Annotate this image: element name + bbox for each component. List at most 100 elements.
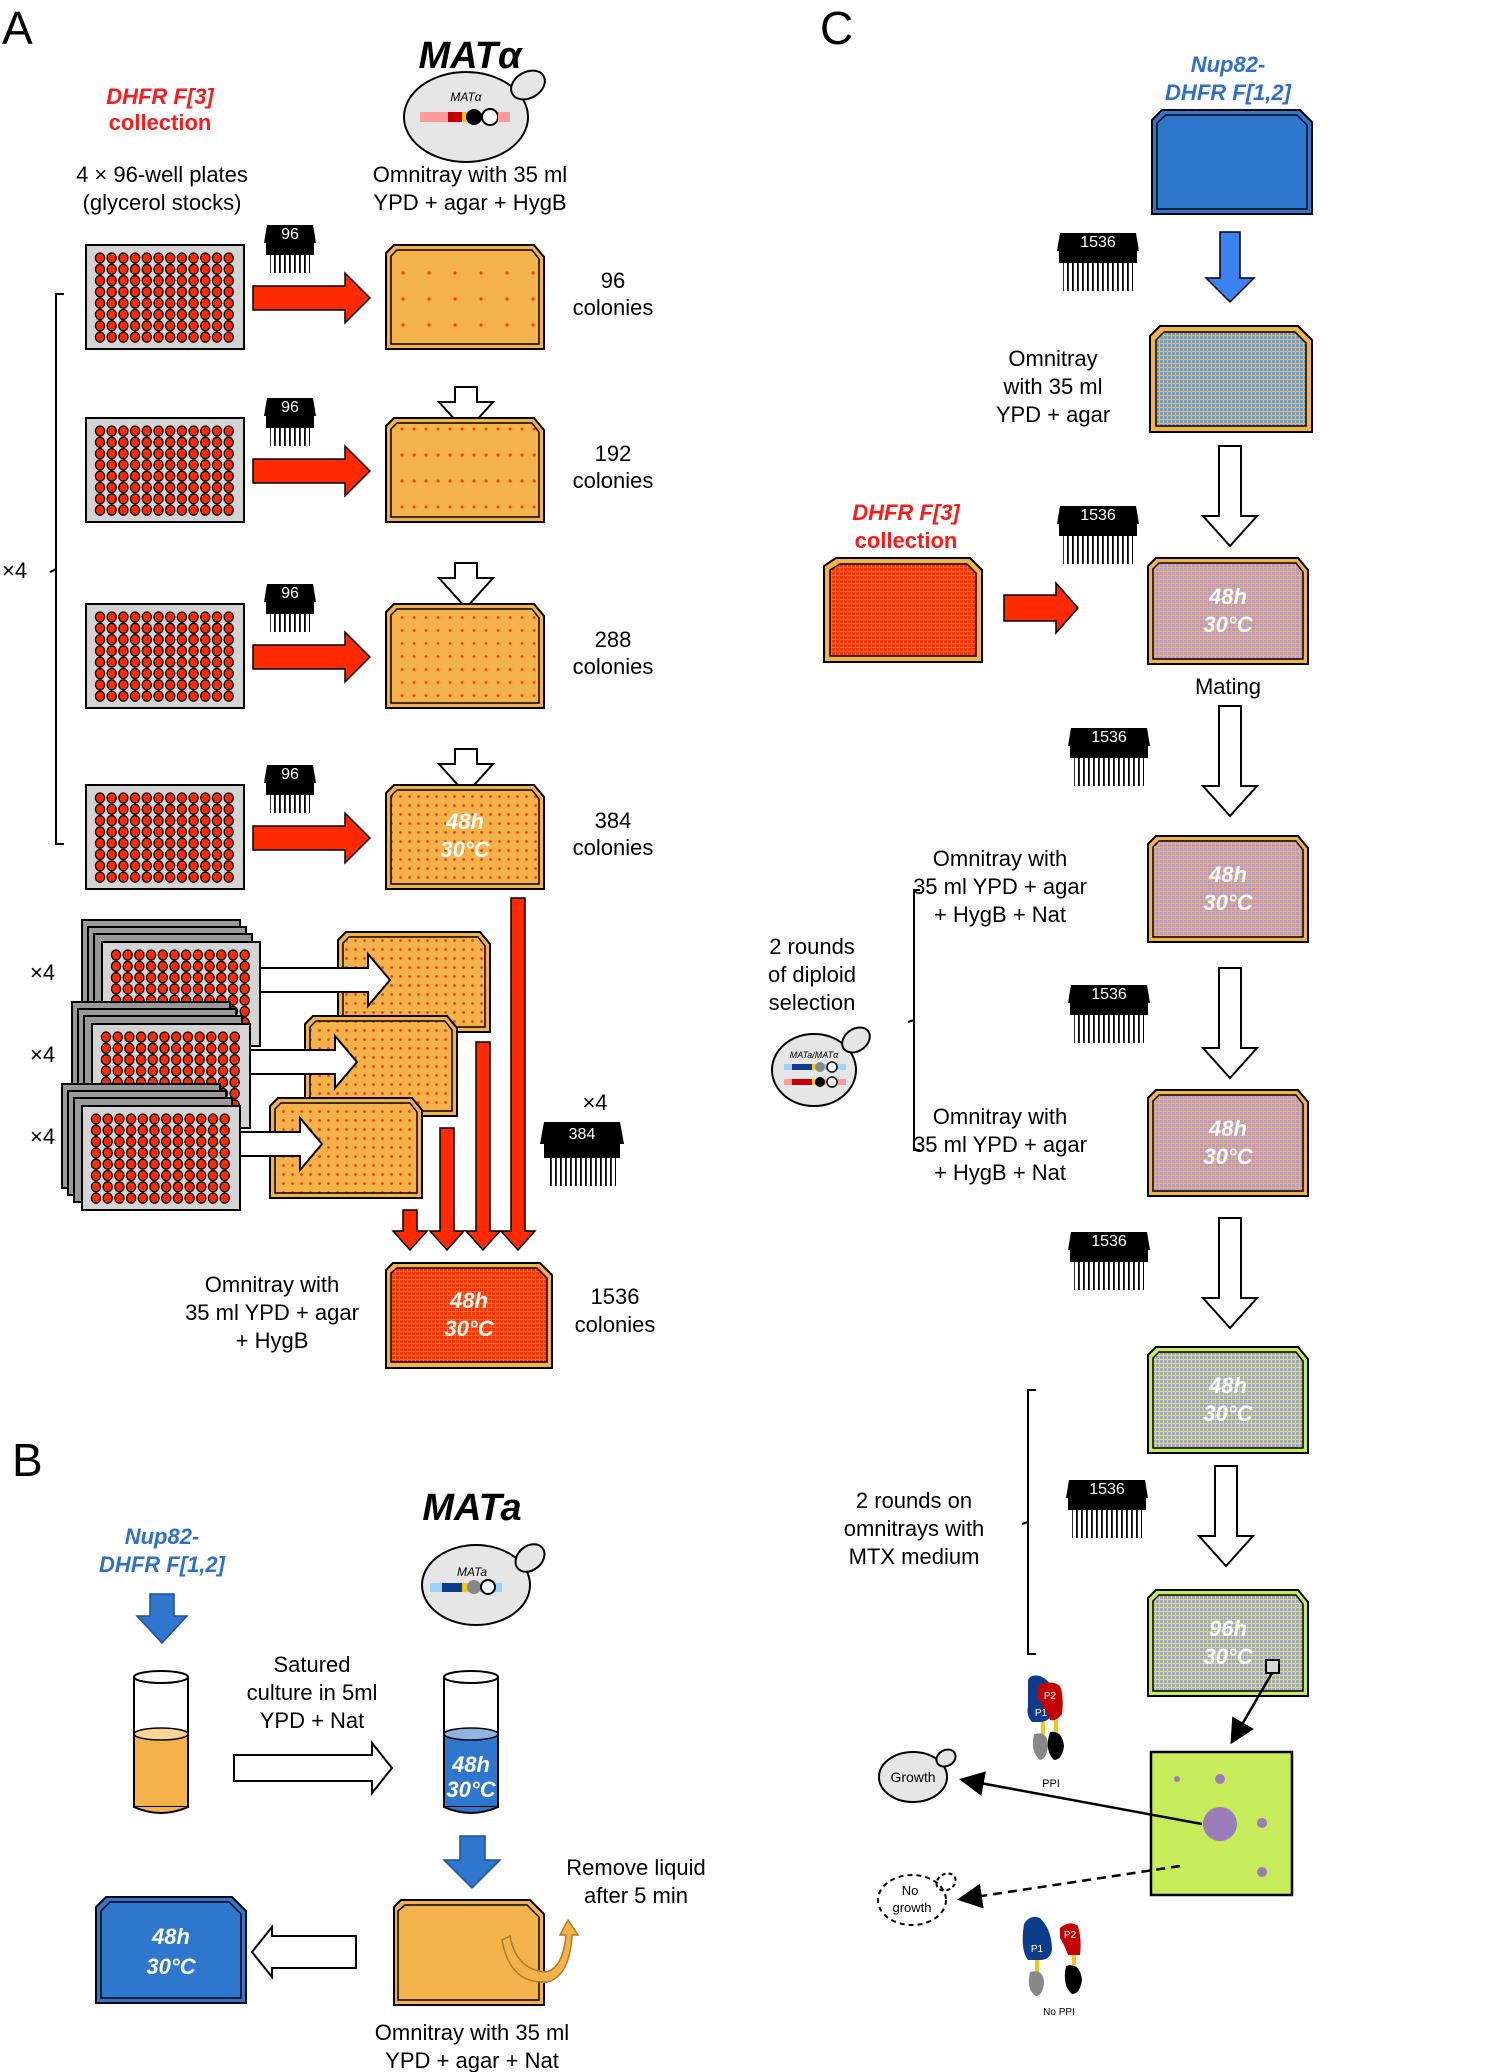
mtx-label-line3: MTX medium — [849, 1544, 980, 1569]
culture-label-line3: YPD + Nat — [260, 1708, 365, 1733]
svg-text:30°C: 30°C — [1203, 1144, 1253, 1169]
white-right-arrow — [233, 1740, 394, 1796]
growth-cell-icon: Growth — [878, 1748, 957, 1803]
c-bait-label-line2: DHFR F[1,2] — [1165, 80, 1292, 105]
svg-text:48h: 48h — [451, 1752, 490, 1777]
well-plate-96 — [85, 417, 245, 523]
red-right-arrow-c — [1003, 581, 1079, 635]
well-plate-96 — [85, 603, 245, 709]
diploid-omnitray-2: 48h 30°C — [1147, 1089, 1309, 1197]
zoomed-colonies-square — [1149, 1750, 1294, 1897]
colony-count: 96 — [601, 268, 625, 293]
pinner-1536-icon: 1536 — [1068, 985, 1150, 1043]
red-down-arrow — [464, 1041, 502, 1252]
bait-label-line1: Nup82- — [125, 1524, 200, 1549]
white-down-arrow-c — [1200, 967, 1260, 1080]
omnitray-384-copy — [269, 1097, 423, 1199]
final-omnitray-line3: + HygB — [236, 1328, 309, 1353]
omnitray-96 — [385, 244, 545, 350]
pinner-96-icon: 96 — [264, 398, 316, 446]
white-left-arrow — [250, 1924, 357, 1980]
red-right-arrow — [252, 444, 372, 498]
diploid-bracket — [907, 889, 920, 1151]
final-1536-omnitray: 48h 30°C — [385, 1262, 553, 1369]
diploid-omnitray-2-line1: Omnitray with — [933, 1104, 1067, 1129]
c-collection-line2: collection — [855, 528, 958, 553]
diploid-omnitray-1-line3: + HygB + Nat — [934, 902, 1066, 927]
white-down-arrow-c — [1196, 1465, 1256, 1568]
collection-label-line2: collection — [109, 110, 212, 135]
colony-unit: colonies — [573, 295, 654, 320]
repeat-x4-label: ×4 — [2, 558, 27, 583]
pinner-1536-icon: 1536 — [1057, 506, 1139, 564]
red-down-arrow — [428, 1127, 466, 1252]
svg-text:96: 96 — [281, 766, 299, 783]
svg-text:30°C: 30°C — [1203, 1644, 1253, 1669]
colony-unit: colonies — [573, 468, 654, 493]
pinner-1536-icon: 1536 — [1066, 1480, 1148, 1538]
svg-text:30°C: 30°C — [1203, 612, 1253, 637]
red-right-arrow — [252, 811, 372, 865]
culture-label-line1: Satured — [273, 1652, 350, 1677]
remove-liquid-arrow-icon — [501, 1918, 580, 1983]
svg-text:P1: P1 — [1035, 1708, 1048, 1719]
c-bait-label-line1: Nup82- — [1191, 52, 1266, 77]
mat-alpha-cell-icon: MATα — [403, 69, 546, 163]
cell-label: MATα — [450, 90, 482, 104]
pinner-1536-icon: 1536 — [1057, 233, 1139, 291]
plates-label-line2: (glycerol stocks) — [83, 190, 242, 215]
svg-text:No: No — [902, 1883, 919, 1898]
blue-down-arrow-c — [1204, 231, 1256, 304]
svg-text:48h: 48h — [1208, 1116, 1247, 1141]
zoom-region-marker — [1265, 1659, 1280, 1674]
diploid-omnitray-2-line2: 35 ml YPD + agar — [913, 1132, 1087, 1157]
svg-text:48h: 48h — [449, 1288, 488, 1313]
white-down-arrow-c — [1200, 445, 1260, 548]
svg-text:P1: P1 — [1031, 1944, 1044, 1955]
mating-label: Mating — [1195, 674, 1261, 699]
svg-text:1536: 1536 — [1089, 1481, 1125, 1498]
svg-text:96: 96 — [281, 399, 299, 416]
prey-collection-omnitray — [823, 557, 983, 663]
c-omnitray-line3: YPD + agar — [996, 402, 1110, 427]
svg-text:1536: 1536 — [1091, 1233, 1127, 1250]
red-right-arrow — [252, 630, 372, 684]
svg-text:1536: 1536 — [1091, 986, 1127, 1003]
mat-alpha-title: MATα — [418, 35, 522, 77]
svg-text:48h: 48h — [1208, 584, 1247, 609]
culture-tube-orange — [133, 1670, 189, 1814]
white-down-arrow-c — [1200, 705, 1260, 818]
well-plate-96 — [81, 1105, 241, 1211]
white-right-arrow — [259, 951, 392, 1009]
ppi-complex-icon: P2 P1 — [1027, 1675, 1064, 1760]
pinner-96-icon: 96 — [264, 765, 316, 813]
blue-down-arrow-2 — [442, 1835, 502, 1890]
bait-label-line2: DHFR F[1,2] — [99, 1552, 226, 1577]
svg-text:1536: 1536 — [1080, 234, 1116, 251]
red-down-arrow — [499, 897, 537, 1252]
nat-omnitray-label-line2: YPD + agar + Nat — [385, 2048, 559, 2072]
white-down-arrow — [436, 562, 496, 610]
omnitray-label-line1: Omnitray with 35 ml — [373, 162, 567, 187]
omnitray-192 — [385, 417, 545, 523]
large-colony — [1203, 1807, 1237, 1841]
svg-text:96: 96 — [281, 226, 299, 243]
white-down-arrow-c — [1200, 1217, 1260, 1330]
omnitray-288 — [385, 603, 545, 709]
final-omnitray-line2: 35 ml YPD + agar — [185, 1300, 359, 1325]
omnitray-384-copy — [304, 1015, 458, 1117]
panel-label-a: A — [2, 2, 33, 54]
colony-count: 384 — [595, 808, 632, 833]
culture-tube-blue: 48h 30°C — [443, 1670, 499, 1814]
diploid-label-line1: 2 rounds — [769, 934, 855, 959]
diploid-cell-icon: MATa/MATα — [771, 1026, 871, 1107]
diploid-omnitray-1-line1: Omnitray with — [933, 846, 1067, 871]
mat-a-cell-icon: MATa — [421, 1543, 546, 1626]
nat-omnitray — [393, 1899, 580, 2006]
svg-text:MATa/MATα: MATa/MATα — [790, 1050, 839, 1060]
diploid-omnitray-2-line3: + HygB + Nat — [934, 1160, 1066, 1185]
final-omnitray-line1: Omnitray with — [205, 1272, 339, 1297]
